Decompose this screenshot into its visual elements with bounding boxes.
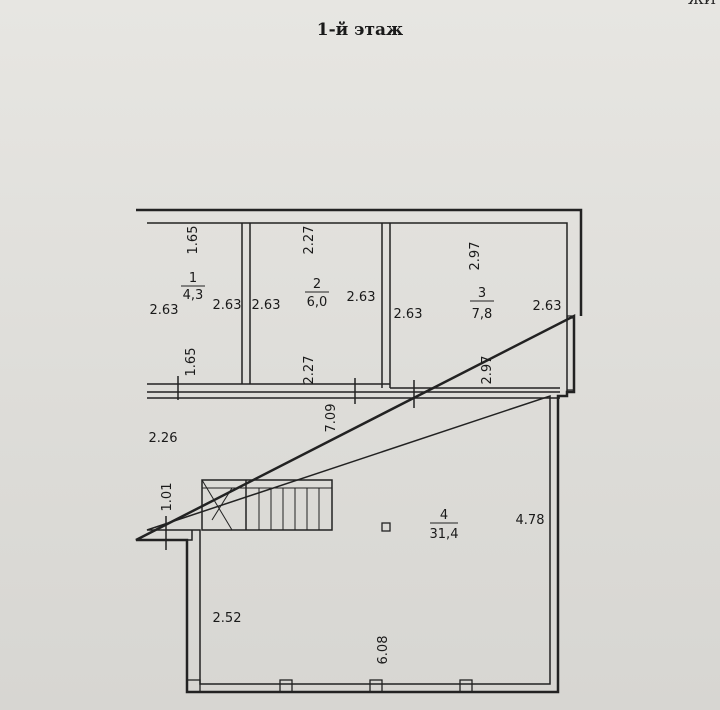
dim-room3-left: 2.63 — [394, 307, 423, 322]
dim-room2-right: 2.63 — [347, 290, 376, 305]
svg-text:3: 3 — [478, 286, 486, 301]
dim-hall-bottom: 6.08 — [376, 636, 391, 665]
svg-text:2: 2 — [313, 277, 321, 292]
dim-room1-right: 2.63 — [213, 298, 242, 313]
room-3-label: 3 7,8 — [470, 286, 494, 322]
dim-hall-lower-left: 2.52 — [213, 611, 242, 626]
room-1-label: 1 4,3 — [181, 271, 205, 303]
dim-room3-top: 2.97 — [468, 242, 483, 271]
column-marker — [381, 522, 391, 532]
svg-text:7,8: 7,8 — [472, 307, 493, 322]
dim-room1-top: 1.65 — [186, 226, 201, 255]
svg-text:31,4: 31,4 — [430, 527, 459, 542]
dim-room1-bottom: 1.65 — [184, 348, 199, 377]
dim-hall-left: 2.26 — [149, 431, 178, 446]
outer-walls — [135, 208, 583, 694]
dim-hall-right: 4.78 — [516, 513, 545, 528]
svg-text:6,0: 6,0 — [307, 295, 328, 310]
dim-room3-right: 2.63 — [533, 299, 562, 314]
dim-room2-left: 2.63 — [252, 298, 281, 313]
svg-text:4: 4 — [440, 508, 448, 523]
room-2-label: 2 6,0 — [305, 277, 329, 310]
dim-room2-bottom: 2.27 — [302, 356, 317, 385]
dim-room1-left: 2.63 — [150, 303, 179, 318]
room-4-label: 4 31,4 — [430, 508, 459, 542]
dim-room2-top: 2.27 — [302, 226, 317, 255]
floor-title: 1-й этаж — [316, 20, 404, 40]
svg-text:1: 1 — [189, 271, 197, 286]
dim-hall-width: 7.09 — [324, 404, 339, 433]
dim-hall-step: 1.01 — [160, 483, 175, 512]
dim-room3-bottom: 2.97 — [480, 356, 495, 385]
svg-text:4,3: 4,3 — [183, 288, 204, 303]
staircase — [201, 479, 333, 531]
interior-walls — [147, 223, 560, 550]
corner-fragment-text: ЖИ — [688, 0, 716, 8]
